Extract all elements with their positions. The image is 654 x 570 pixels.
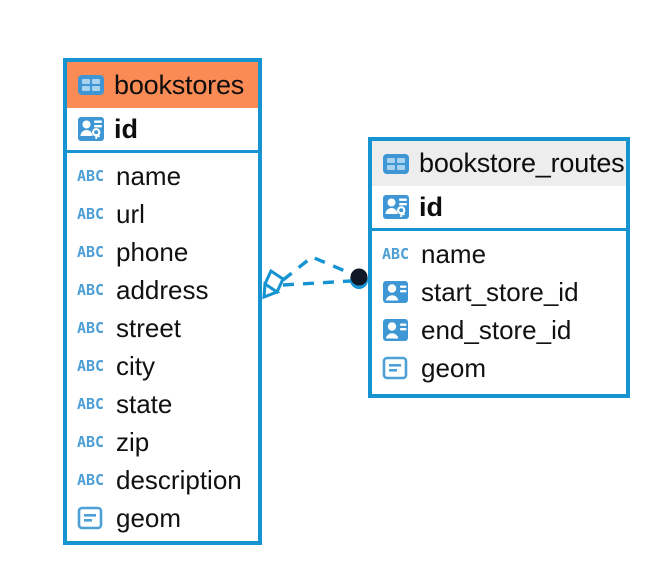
abc-text-icon: ABC [77,318,105,337]
entity-header-bookstore-routes[interactable]: bookstore_routes [372,141,626,186]
field-label: geom [116,503,182,533]
field-label: city [116,351,155,381]
entity-header-bookstores[interactable]: bookstores [67,62,258,108]
field-label: address [116,275,209,305]
field-label: phone [116,237,189,267]
field-row-geom[interactable]: geom [67,499,258,537]
field-row-phone[interactable]: ABC phone [67,233,258,271]
entity-bookstores[interactable]: bookstores id ABC name [63,58,262,545]
field-label: id [419,191,443,222]
foreign-key-icon [382,317,412,343]
abc-text-icon: ABC [77,394,105,413]
abc-text-icon: ABC [382,244,410,263]
field-label: geom [421,353,487,383]
field-row-description[interactable]: ABC description [67,461,258,499]
field-row-name[interactable]: ABC name [67,157,258,195]
field-row-primary-key[interactable]: id [67,108,258,153]
field-label: end_store_id [421,315,572,345]
field-label: description [116,465,242,495]
field-row-street[interactable]: ABC street [67,309,258,347]
field-label: name [116,161,182,191]
abc-text-icon: ABC [77,204,105,223]
field-row-state[interactable]: ABC state [67,385,258,423]
field-row-primary-key[interactable]: id [372,186,626,231]
foreign-key-icon [382,279,412,305]
field-list-bookstore-routes: ABC name start_store_id [372,231,626,393]
field-row-name[interactable]: ABC name [372,235,626,273]
field-row-url[interactable]: ABC url [67,195,258,233]
field-row-geom[interactable]: geom [372,349,626,387]
abc-text-icon: ABC [77,432,105,451]
field-row-end-store-id[interactable]: end_store_id [372,311,626,349]
relationship-line-upper [281,255,353,282]
field-label: zip [116,427,150,457]
field-label: start_store_id [421,277,579,307]
field-label: name [421,239,487,269]
entity-bookstore-routes[interactable]: bookstore_routes id ABC name [368,137,630,398]
relationship-line-lower [282,279,352,287]
abc-text-icon: ABC [77,470,105,489]
field-row-zip[interactable]: ABC zip [67,423,258,461]
geometry-icon [382,356,412,380]
field-row-start-store-id[interactable]: start_store_id [372,273,626,311]
abc-text-icon: ABC [77,356,105,375]
table-icon [382,152,410,176]
abc-text-icon: ABC [77,280,105,299]
geometry-icon [77,506,107,530]
field-label: url [116,199,145,229]
field-label: state [116,389,173,419]
filled-circle-marker [350,268,368,289]
primary-key-icon [77,116,105,142]
field-row-city[interactable]: ABC city [67,347,258,385]
table-icon [77,73,105,97]
field-row-address[interactable]: ABC address [67,271,258,309]
entity-title: bookstore_routes [419,148,625,178]
field-label: street [116,313,182,343]
entity-title: bookstores [114,69,245,100]
abc-text-icon: ABC [77,166,105,185]
field-list-bookstores: ABC name ABC url ABC phone ABC address A… [67,153,258,543]
primary-key-icon [382,194,410,220]
field-label: id [114,113,138,144]
abc-text-icon: ABC [77,242,105,261]
diamond-marker [262,268,285,300]
